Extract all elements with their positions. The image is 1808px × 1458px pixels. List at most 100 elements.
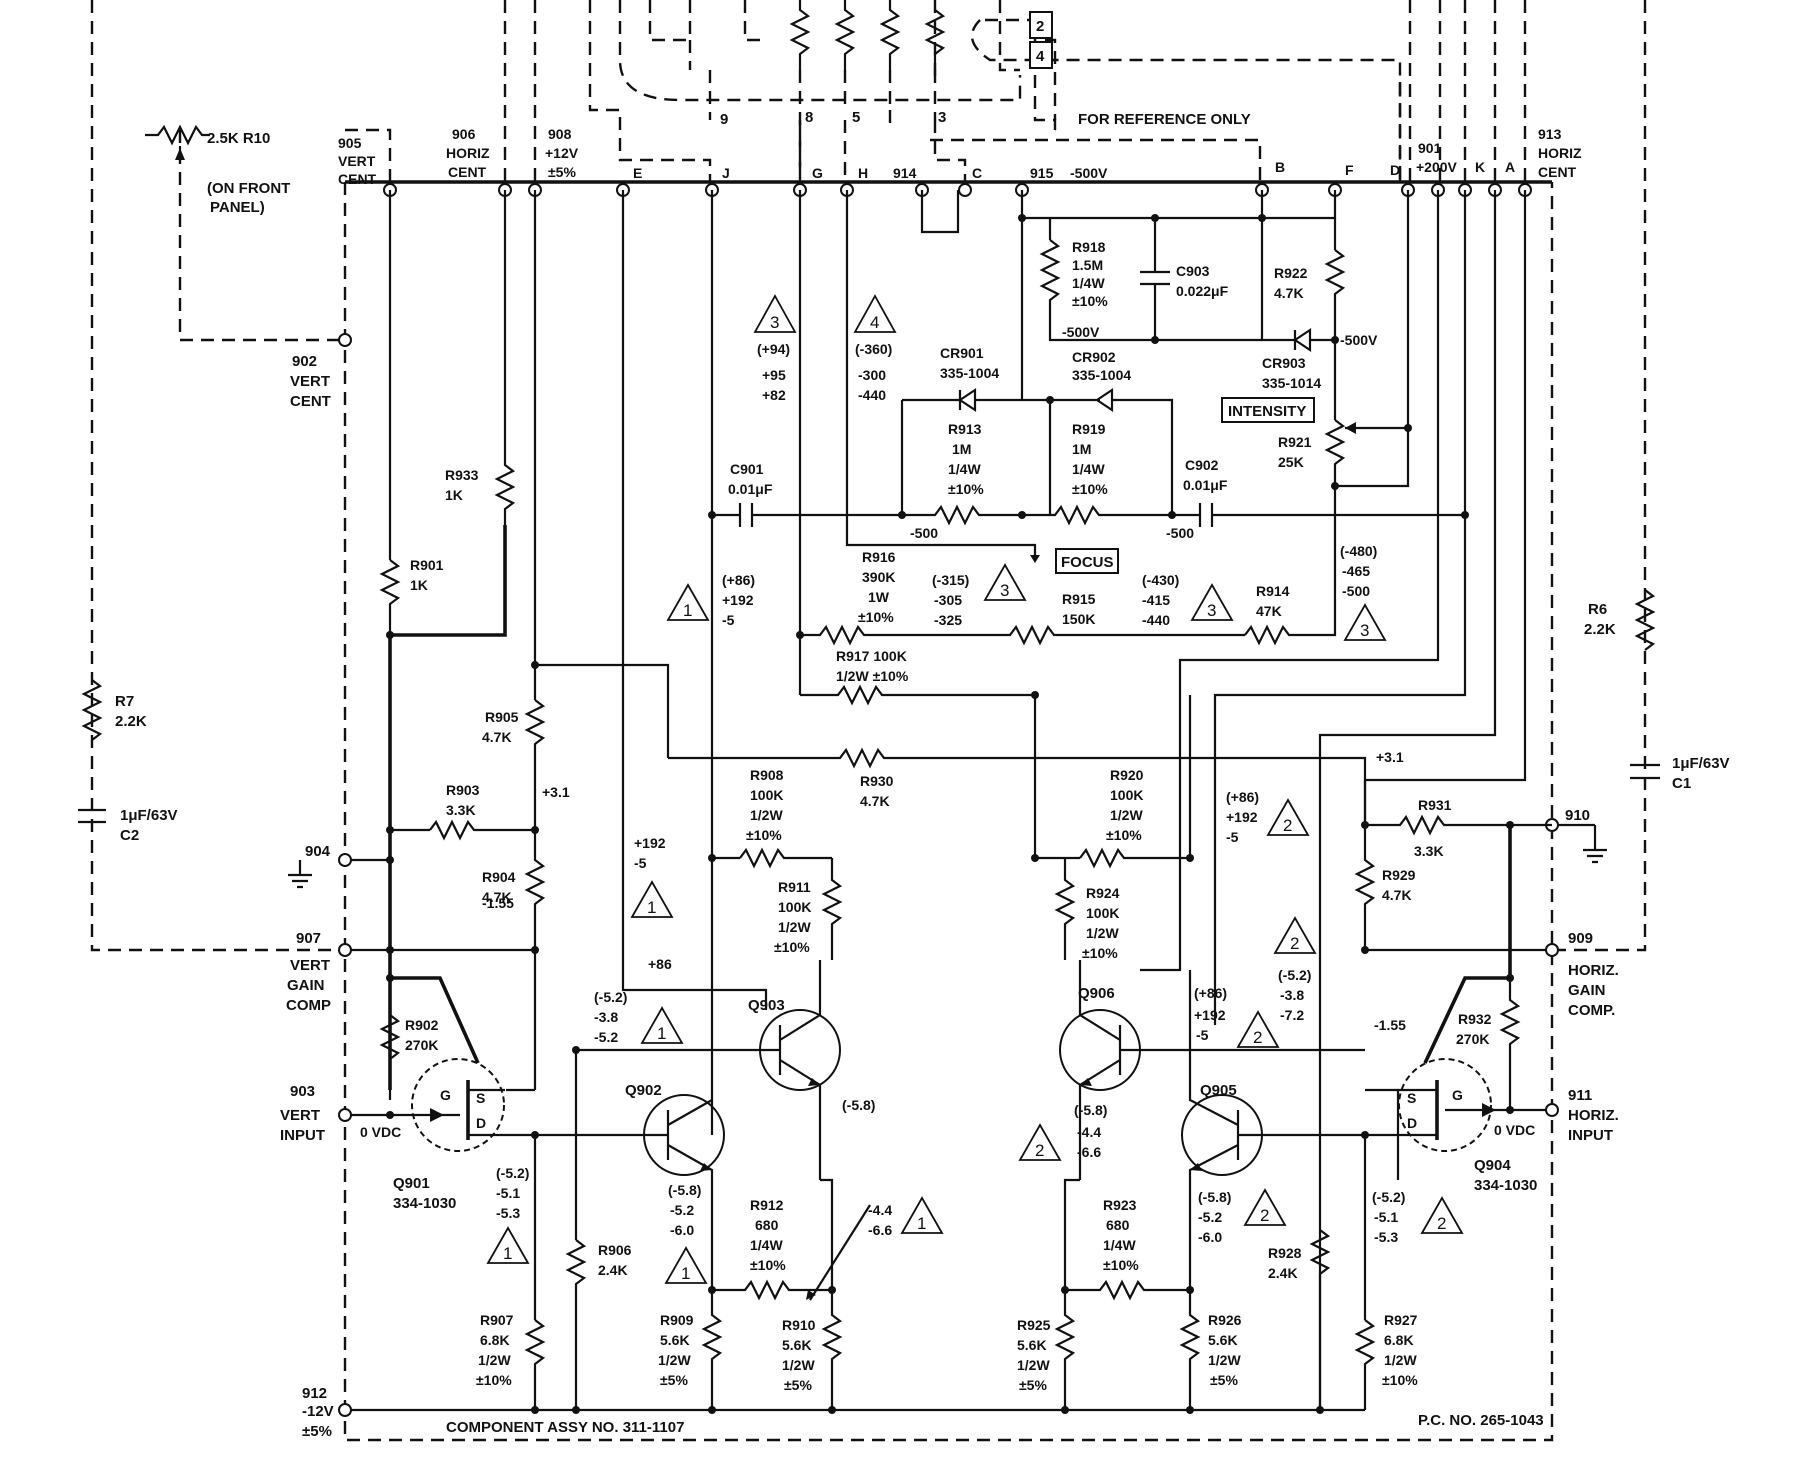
v-r920-max: +192	[1226, 809, 1258, 825]
v-q903-max: +192	[634, 835, 666, 851]
external-r6-c1: R6 2.2K 1μF/63V C1	[1584, 589, 1730, 792]
v-r912-max: -4.4	[868, 1202, 892, 1218]
c903-value: 0.022μF	[1176, 283, 1229, 299]
r923-label: R923	[1103, 1197, 1137, 1213]
r907-value: 6.8K	[480, 1332, 510, 1348]
r903-label: R903	[446, 782, 480, 798]
cr903-voltage: -500V	[1340, 332, 1378, 348]
r913-tolerance: ±10%	[948, 481, 984, 497]
pin-913-name: HORIZ	[1538, 145, 1582, 161]
r911-value: 100K	[778, 899, 811, 915]
pin-909-name2: GAIN	[1568, 982, 1606, 999]
triangle-ref3-r915: 3	[983, 563, 1027, 601]
r918-tolerance: ±10%	[1072, 293, 1108, 309]
triangle-ref2-q904d: 2	[1420, 1196, 1464, 1234]
r925-power: 1/2W	[1017, 1357, 1050, 1373]
r907-tolerance: ±10%	[476, 1372, 512, 1388]
r919-power: 1/4W	[1072, 461, 1105, 477]
r927-label: R927	[1384, 1312, 1418, 1328]
svg-text:1: 1	[681, 1264, 690, 1283]
v-q905e-max: -5.2	[1198, 1209, 1222, 1225]
cr903-part: 335-1014	[1262, 375, 1321, 391]
r920-label: R920	[1110, 767, 1144, 783]
r908-power: 1/2W	[750, 807, 783, 823]
r927-power: 1/2W	[1384, 1352, 1417, 1368]
r906-value: 2.4K	[598, 1262, 628, 1278]
board-outline	[343, 180, 1554, 1442]
c903-label: C903	[1176, 263, 1210, 279]
v-q903-min: -5	[634, 855, 647, 871]
v-q906b-nominal: (-5.2)	[1278, 967, 1311, 983]
v-plus86: +86	[648, 956, 672, 972]
v-r921-nominal: (-480)	[1340, 543, 1377, 559]
r909-value: 5.6K	[660, 1332, 690, 1348]
triangle-ref1-r912: 1	[900, 1196, 944, 1234]
r924-tolerance: ±10%	[1082, 945, 1118, 961]
v-r914-nominal: (-430)	[1142, 572, 1179, 588]
pin-906-label: 906	[452, 126, 476, 142]
r910-tolerance: ±5%	[784, 1377, 812, 1393]
r901-label: R901	[410, 557, 444, 573]
v-q905e-min: -6.0	[1198, 1229, 1222, 1245]
pin-K-label: K	[1475, 159, 1485, 175]
v-r921-max: -465	[1342, 563, 1370, 579]
r6-label: R6	[1588, 601, 1607, 618]
triangle-ref2-q905e: 2	[1243, 1188, 1287, 1226]
external-r7-c2: R7 2.2K 1μF/63V C2	[78, 679, 178, 844]
pc-number-note: P.C. NO. 265-1043	[1418, 1412, 1544, 1429]
v-q906e-nominal: (-5.8)	[1074, 1102, 1107, 1118]
pin-907-name3: COMP	[286, 997, 331, 1014]
right-branch: G S D	[1354, 780, 1552, 1180]
pin-915-name: -500V	[1070, 165, 1108, 181]
triangle-ref3-r914: 3	[1190, 583, 1234, 621]
triangle-ref1-q902b: 1	[640, 1006, 684, 1044]
v-r915-nominal: (-315)	[932, 572, 969, 588]
r908-value: 100K	[750, 787, 783, 803]
r926-label: R926	[1208, 1312, 1242, 1328]
v-r920-min: -5	[1226, 829, 1239, 845]
r918-power: 1/4W	[1072, 275, 1105, 291]
pin-905-name2: CENT	[338, 171, 377, 187]
pin-909-name3: COMP.	[1568, 1002, 1615, 1019]
v-ref4-max: -300	[858, 367, 886, 383]
r916-label: R916	[862, 549, 896, 565]
r925-label: R925	[1017, 1317, 1051, 1333]
cr903-label: CR903	[1262, 355, 1306, 371]
r904-label: R904	[482, 869, 516, 885]
c902-value: 0.01μF	[1183, 477, 1228, 493]
r919-label: R919	[1072, 421, 1106, 437]
c1-value: 1μF/63V	[1672, 755, 1730, 772]
r907-label: R907	[480, 1312, 514, 1328]
triangle-ref1-q902e: 1	[664, 1246, 708, 1284]
v-q906e-max: -4.4	[1077, 1124, 1101, 1140]
r921-value: 25K	[1278, 454, 1304, 470]
pin-909-label: 909	[1568, 930, 1593, 947]
v-r916-min: -5	[722, 612, 735, 628]
pin-914-label: 914	[893, 165, 917, 181]
pin-904-label: 904	[305, 843, 331, 860]
triangle-ref2-q906e: 2	[1018, 1123, 1062, 1161]
v-q905c-min: -5	[1196, 1027, 1209, 1043]
r914-value: 47K	[1256, 603, 1282, 619]
reference-note: FOR REFERENCE ONLY	[1078, 111, 1251, 128]
r913-label: R913	[948, 421, 982, 437]
pin-903-name2: INPUT	[280, 1127, 325, 1144]
v-ref3-min: +82	[762, 387, 786, 403]
r918-label: R918	[1072, 239, 1106, 255]
r925-tolerance: ±5%	[1019, 1377, 1047, 1393]
v-500-right: -500	[1166, 525, 1194, 541]
svg-text:4: 4	[870, 313, 879, 332]
pin-910-label: 910	[1565, 807, 1590, 824]
pin-J-label: J	[722, 165, 730, 181]
r924-label: R924	[1086, 885, 1120, 901]
pin-906-name2: CENT	[448, 164, 487, 180]
r928-value: 2.4K	[1268, 1265, 1298, 1281]
top-edge-connectors	[383, 183, 1532, 234]
q903-label: Q903	[748, 997, 785, 1014]
r912-tolerance: ±10%	[750, 1257, 786, 1273]
v-500-left: -500	[910, 525, 938, 541]
r913-value: 1M	[952, 441, 971, 457]
svg-text:1: 1	[503, 1244, 512, 1263]
v-q901d-nominal: (-5.2)	[496, 1165, 529, 1181]
q901-drain-label: D	[476, 1115, 486, 1131]
